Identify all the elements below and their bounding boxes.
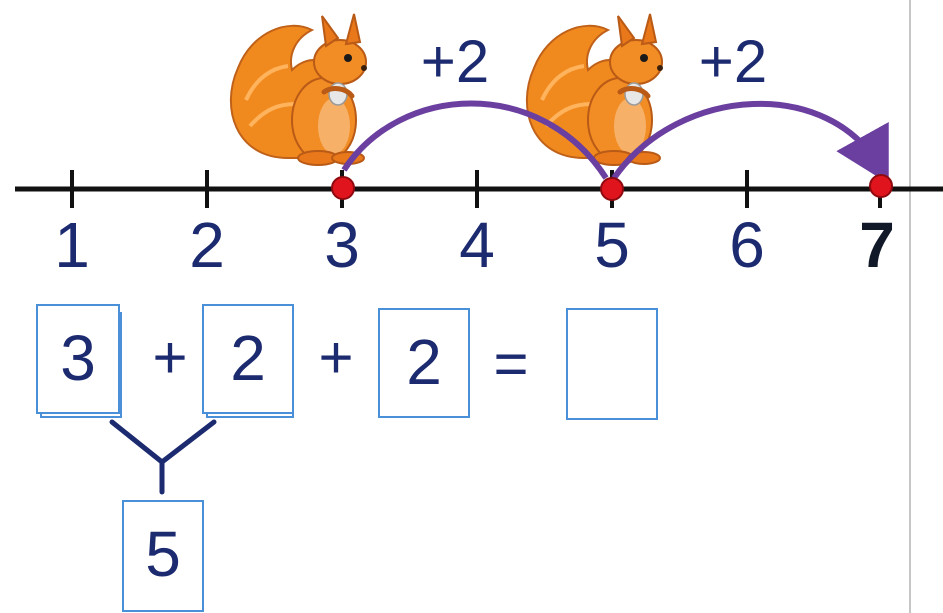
number-label-2: 2 xyxy=(177,207,237,283)
number-label-3: 3 xyxy=(312,207,372,283)
squirrel-icon xyxy=(231,14,367,165)
term3-box: 2 xyxy=(378,308,470,418)
point-3 xyxy=(332,177,354,199)
partial-sum-box: 5 xyxy=(122,500,204,612)
number-label-5: 5 xyxy=(582,207,642,283)
point-5 xyxy=(601,178,623,200)
jump-arc-5-to-7 xyxy=(614,104,880,178)
term1-box: 3 xyxy=(36,304,120,414)
point-7 xyxy=(870,175,892,197)
term2-box: 2 xyxy=(202,304,294,414)
plus-sign-2: + xyxy=(306,306,366,410)
jump-label-first: +2 xyxy=(395,26,515,98)
number-label-7: 7 xyxy=(847,207,907,283)
sum-brace xyxy=(112,422,214,462)
plus-sign-1: + xyxy=(140,306,200,410)
number-label-1: 1 xyxy=(42,207,102,283)
jump-label-second: +2 xyxy=(673,26,793,98)
equals-sign: = xyxy=(481,312,541,416)
number-label-6: 6 xyxy=(717,207,777,283)
squirrel-icon xyxy=(527,14,663,165)
number-label-4: 4 xyxy=(447,207,507,283)
answer-box[interactable] xyxy=(566,308,658,420)
